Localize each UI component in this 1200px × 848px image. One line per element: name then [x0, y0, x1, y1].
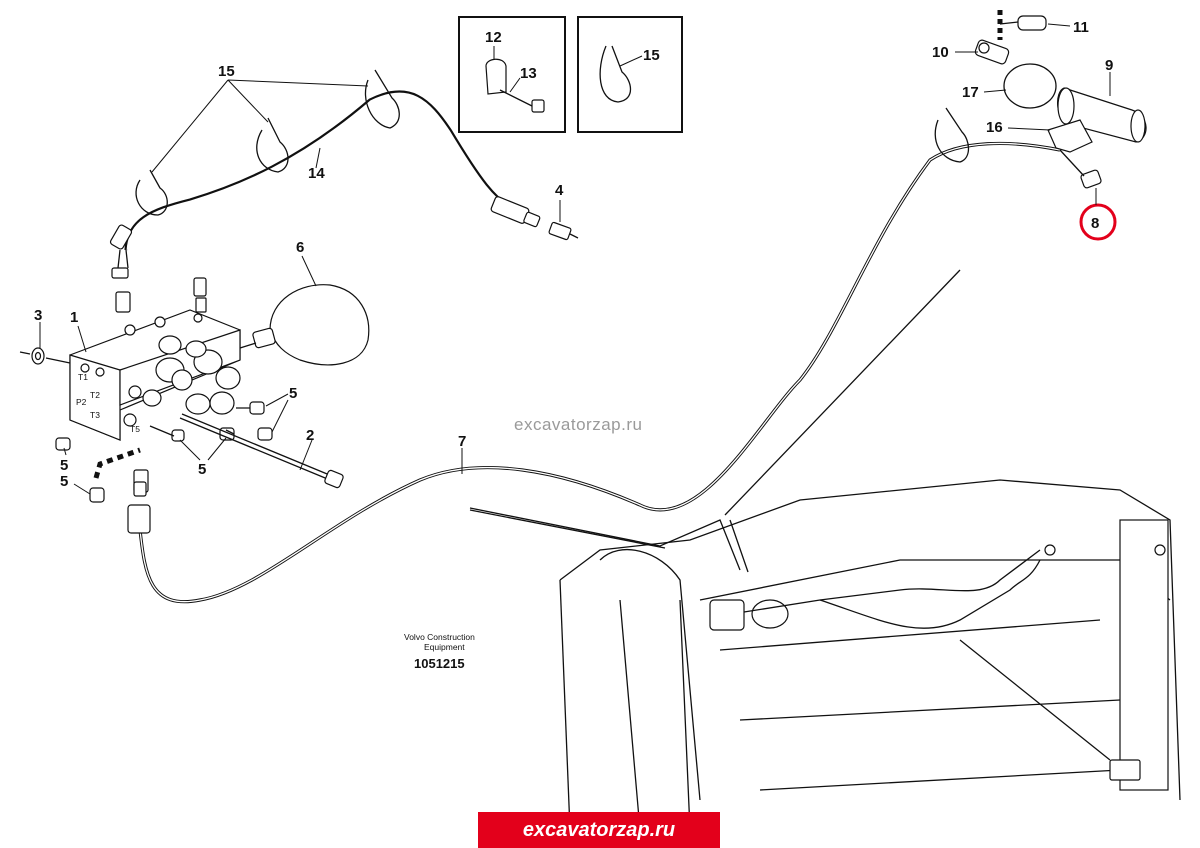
block-port-mark: P2	[76, 397, 87, 407]
hose-clamp-15-c	[364, 69, 400, 129]
callout-13: 13	[509, 65, 537, 93]
callout-12: 12	[485, 29, 502, 60]
part-number-label: 12	[485, 29, 502, 46]
hose-clamp-15-a	[135, 169, 168, 216]
part-number-label: 9	[1105, 57, 1113, 74]
callout-9: 9	[1105, 57, 1113, 96]
plug-5-group	[55, 401, 273, 503]
callout-4: 4	[555, 182, 564, 199]
highlight-ring-8	[1079, 203, 1117, 241]
callout-5-left-a: 5	[60, 447, 68, 474]
sensor-11	[997, 10, 1047, 40]
block-port-mark: T1	[78, 372, 88, 382]
callout-15-detail: 15	[619, 47, 660, 67]
part-number-label: 5	[60, 473, 68, 490]
part-number-label: 5	[289, 385, 297, 402]
clamp-15-right	[934, 107, 970, 163]
callout-7: 7	[458, 433, 466, 474]
callout-5-right: 5	[265, 385, 297, 433]
hose-assembly-14	[109, 90, 541, 279]
valve-block-1: T1 T2 P2 T3 T5	[69, 277, 241, 493]
part-number-label: 13	[520, 65, 537, 82]
part-number-label: 14	[308, 165, 325, 182]
block-port-mark: T5	[130, 424, 140, 434]
pressure-switch-9	[1057, 87, 1147, 143]
detail-box-12-13	[458, 16, 566, 133]
part-number-label: 15	[643, 47, 660, 64]
callout-2: 2	[299, 427, 314, 471]
fitting-8	[1059, 149, 1102, 189]
fitting-4	[548, 200, 579, 241]
callout-1: 1	[70, 309, 87, 353]
callout-6: 6	[296, 239, 317, 287]
callout-11: 11	[1047, 19, 1089, 36]
watermark-text: excavatorzap.ru	[514, 415, 642, 434]
callout-5-bottom: 5	[179, 437, 227, 478]
callout-14: 14	[308, 147, 325, 182]
part-number-label: 2	[306, 427, 314, 444]
part-number-label: 7	[458, 433, 466, 450]
part-number-label: 3	[34, 307, 42, 324]
part-number-label: 5	[60, 457, 68, 474]
detail-box-15	[577, 16, 683, 133]
callout-15-main: 15	[151, 63, 369, 173]
block-port-mark: T3	[90, 410, 100, 420]
callout-10: 10	[932, 44, 978, 61]
accumulator-6	[239, 284, 370, 366]
part-number-label: 10	[932, 44, 949, 61]
callout-16: 16	[986, 119, 1051, 136]
bracket-16	[1047, 119, 1093, 153]
part-number-label: 6	[296, 239, 304, 256]
part-number-label: 4	[555, 182, 564, 199]
connector-10	[974, 39, 1010, 65]
manufacturer-note-line2: Equipment	[424, 642, 465, 652]
part-number-label: 16	[986, 119, 1003, 136]
hose-7	[127, 141, 1061, 604]
part-number-label: 5	[198, 461, 206, 478]
clamp-ring-17	[1003, 63, 1057, 109]
callout-17: 17	[962, 84, 1007, 101]
part-number-label: 17	[962, 84, 979, 101]
site-banner-text: excavatorzap.ru	[522, 818, 676, 841]
part-number-label: 15	[218, 63, 235, 80]
bolt-2	[179, 413, 344, 489]
part-number-label: 1	[70, 309, 78, 326]
site-banner[interactable]: excavatorzap.ru	[478, 812, 720, 848]
drawing-number: 1051215	[414, 656, 465, 671]
washer-3	[19, 347, 71, 365]
part-number-label-highlighted: 8	[1091, 215, 1099, 232]
machine-frame-view	[469, 269, 1181, 831]
part-number-label: 11	[1073, 19, 1089, 36]
callout-3: 3	[34, 307, 42, 348]
manufacturer-note-line1: Volvo Construction	[404, 632, 475, 642]
hose-clamp-15-b	[256, 117, 289, 173]
block-port-mark: T2	[90, 390, 100, 400]
callout-8: 8	[1091, 188, 1099, 232]
callout-5-left-b: 5	[60, 473, 91, 495]
